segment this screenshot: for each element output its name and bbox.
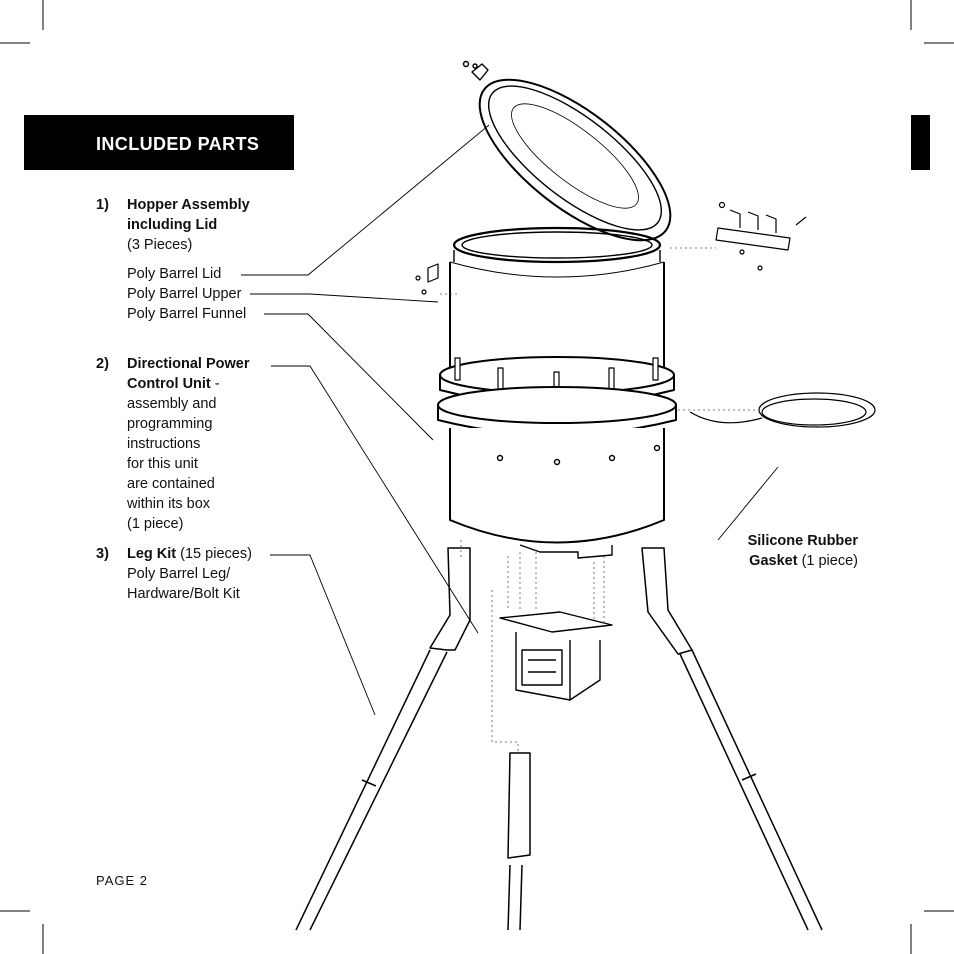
- part-2-suffix: -: [210, 376, 220, 392]
- part-2-description: Directional Power Control Unit - assembl…: [127, 354, 249, 534]
- page-title: INCLUDED PARTS: [96, 134, 260, 154]
- part-3-desc-1: Poly Barrel Leg/: [127, 566, 231, 582]
- assembly-guides: [440, 247, 760, 752]
- component-poly-barrel-upper: Poly Barrel Upper: [127, 286, 242, 302]
- part-2-number: 2): [96, 356, 109, 372]
- part-2-desc-1: assembly and: [127, 396, 217, 412]
- part-2-desc-6: within its box: [127, 496, 211, 512]
- part-2-desc-4: for this unit: [127, 456, 198, 472]
- control-unit: [499, 611, 613, 701]
- leader-lines: [241, 124, 779, 716]
- part-2-desc-2: programming: [127, 416, 213, 432]
- part-2-desc-3: instructions: [127, 436, 201, 452]
- poly-barrel-lid: [462, 60, 672, 242]
- poly-barrel-funnel: [437, 386, 677, 559]
- gasket-count: (1 piece): [797, 553, 858, 569]
- component-poly-barrel-funnel: Poly Barrel Funnel: [127, 306, 247, 322]
- leg-bracket: [415, 201, 807, 295]
- side-tab: [911, 115, 930, 170]
- gasket-label: Silicone Rubber Gasket (1 piece): [720, 531, 858, 571]
- gasket-name-line-2: Gasket: [749, 553, 798, 569]
- part-1-name-line-1: Hopper Assembly: [127, 197, 250, 213]
- part-2-name-line-2: Control Unit: [127, 376, 211, 392]
- legs: [295, 547, 823, 931]
- page-number: PAGE 2: [96, 873, 149, 888]
- part-1-description: Hopper Assembly including Lid (3 Pieces): [127, 195, 250, 255]
- header-bar: INCLUDED PARTS: [24, 115, 294, 170]
- silicone-rubber-gasket: [689, 392, 876, 428]
- component-poly-barrel-lid: Poly Barrel Lid: [127, 266, 222, 282]
- part-2-name-line-1: Directional Power: [127, 356, 250, 372]
- gasket-name-line-1: Silicone Rubber: [747, 533, 858, 549]
- part-2-desc-5: are contained: [127, 476, 215, 492]
- part-3-description: Leg Kit (15 pieces) Poly Barrel Leg/ Har…: [127, 544, 252, 604]
- part-3-desc-2: Hardware/Bolt Kit: [127, 586, 240, 602]
- part-1-name-line-2: including Lid: [127, 217, 218, 233]
- part-3-number: 3): [96, 546, 109, 562]
- part-1-components: Poly Barrel Lid Poly Barrel Upper Poly B…: [127, 264, 246, 324]
- part-3-name: Leg Kit: [127, 546, 177, 562]
- part-3-count: (15 pieces): [176, 546, 252, 562]
- part-2-desc-7: (1 piece): [127, 516, 184, 532]
- part-1-count: (3 Pieces): [127, 237, 193, 253]
- part-1-number: 1): [96, 197, 109, 213]
